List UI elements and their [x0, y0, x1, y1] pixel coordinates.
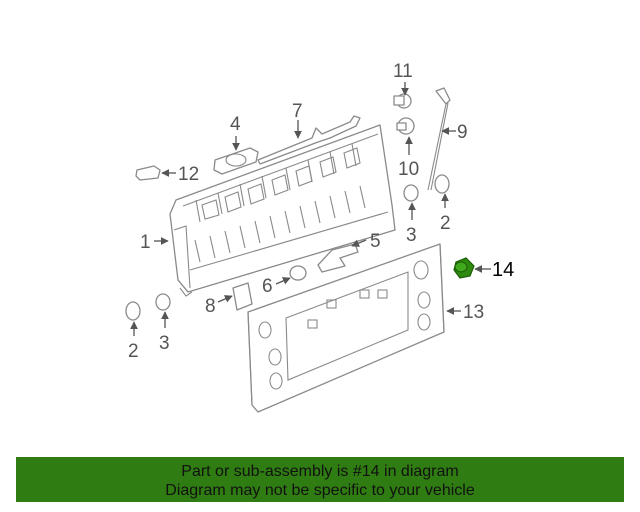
bushing-part-2-right: [434, 174, 450, 194]
info-banner: Part or sub-assembly is #14 in diagram D…: [16, 457, 624, 502]
callout-14: 14: [492, 259, 514, 281]
rod-part-7: [257, 115, 361, 165]
banner-line-1: Part or sub-assembly is #14 in diagram: [181, 463, 459, 480]
clip-part-12: [135, 165, 161, 181]
parts-diagram: 1 2 2 3 3 4 5 6 7 8 9 10 11 12 13 14: [125, 61, 514, 413]
handle-part-4: [213, 147, 259, 175]
cover-part-8: [232, 282, 253, 311]
pivot-part-11: [393, 93, 412, 109]
inner-panel-part-13: [247, 243, 445, 413]
bushing-part-2-left: [125, 301, 141, 321]
plug-part-3-right: [403, 184, 419, 202]
callout-11: 11: [393, 61, 413, 82]
bracket-part-5: [317, 243, 359, 273]
callout-13: 13: [463, 302, 484, 323]
callout-2-left: 2: [128, 341, 139, 362]
callout-8: 8: [205, 296, 216, 317]
callout-12: 12: [178, 164, 199, 185]
callout-7: 7: [292, 101, 303, 122]
tailgate-shell: [169, 124, 396, 297]
callout-6: 6: [262, 276, 273, 297]
callout-3-left: 3: [159, 333, 170, 354]
callout-4: 4: [230, 114, 241, 135]
grommet-part-6: [289, 265, 307, 281]
callout-1: 1: [140, 232, 151, 253]
callout-10: 10: [398, 159, 419, 180]
cable-part-9: [427, 87, 451, 191]
callout-3-right: 3: [406, 225, 417, 246]
callout-5: 5: [370, 231, 381, 252]
fastener-part-14[interactable]: [453, 257, 475, 279]
plug-part-3-left: [155, 293, 171, 311]
callout-2-right: 2: [440, 213, 451, 234]
banner-line-2: Diagram may not be specific to your vehi…: [165, 482, 475, 499]
bushing-part-10: [396, 117, 415, 135]
callout-9: 9: [457, 122, 468, 143]
